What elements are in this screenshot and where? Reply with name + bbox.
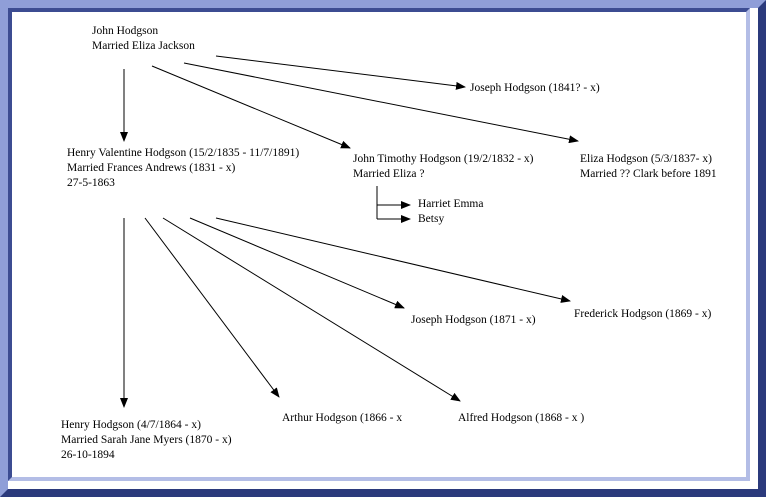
person-name: Frederick Hodgson (1869 - x) <box>574 308 712 320</box>
person-joseph-1841: Joseph Hodgson (1841? - x) <box>470 81 600 96</box>
arrow-henry-valentine-to-alfred <box>162 217 461 402</box>
arrow-john-to-joseph-1841 <box>215 55 466 90</box>
arrow-henry-valentine-to-arthur <box>144 217 280 398</box>
person-alfred: Alfred Hodgson (1868 - x ) <box>458 411 584 426</box>
person-name: John Hodgson <box>92 25 159 37</box>
person-name: Joseph Hodgson (1871 - x) <box>411 314 536 326</box>
arrow-john-to-john-timothy <box>151 65 351 149</box>
person-marriage: Married Eliza ? <box>353 168 425 180</box>
diagram-frame-inner <box>8 8 750 481</box>
person-marriage: Married Sarah Jane Myers (1870 - x) <box>61 434 232 446</box>
person-marriage: Married Frances Andrews (1831 - x) <box>67 162 236 174</box>
person-name: Alfred Hodgson (1868 - x ) <box>458 412 585 424</box>
marriage-date: 27-5-1863 <box>67 177 115 189</box>
person-name: Henry Valentine Hodgson (15/2/1835 - 11/… <box>67 147 300 159</box>
person-betsy: Betsy <box>418 212 444 227</box>
person-john-timothy: John Timothy Hodgson (19/2/1832 - x) Mar… <box>353 152 534 182</box>
person-name: Harriet Emma <box>418 198 484 210</box>
person-frederick: Frederick Hodgson (1869 - x) <box>574 307 711 322</box>
marriage-date: 26-10-1894 <box>61 449 115 461</box>
person-henry-valentine: Henry Valentine Hodgson (15/2/1835 - 11/… <box>67 146 299 191</box>
person-marriage: Married ?? Clark before 1891 <box>580 168 717 180</box>
person-name: Arthur Hodgson (1866 - x <box>282 412 403 424</box>
arrow-henry-valentine-to-frederick <box>215 217 571 303</box>
person-henry-jr: Henry Hodgson (4/7/1864 - x) Married Sar… <box>61 418 232 463</box>
person-eliza: Eliza Hodgson (5/3/1837- x) Married ?? C… <box>580 152 717 182</box>
person-harriet-emma: Harriet Emma <box>418 197 483 212</box>
person-john-hodgson: John Hodgson Married Eliza Jackson <box>92 24 195 54</box>
person-name: John Timothy Hodgson (19/2/1832 - x) <box>353 153 534 165</box>
arrow-henry-valentine-to-joseph-1871 <box>189 217 405 309</box>
person-name: Henry Hodgson (4/7/1864 - x) <box>61 419 201 431</box>
arrow-john-to-eliza <box>183 62 579 144</box>
person-joseph-1871: Joseph Hodgson (1871 - x) <box>411 313 536 328</box>
person-marriage: Married Eliza Jackson <box>92 40 195 52</box>
person-arthur: Arthur Hodgson (1866 - x <box>282 411 402 426</box>
person-name: Eliza Hodgson (5/3/1837- x) <box>580 153 712 165</box>
person-name: Betsy <box>418 213 445 225</box>
person-name: Joseph Hodgson (1841? - x) <box>470 82 600 94</box>
